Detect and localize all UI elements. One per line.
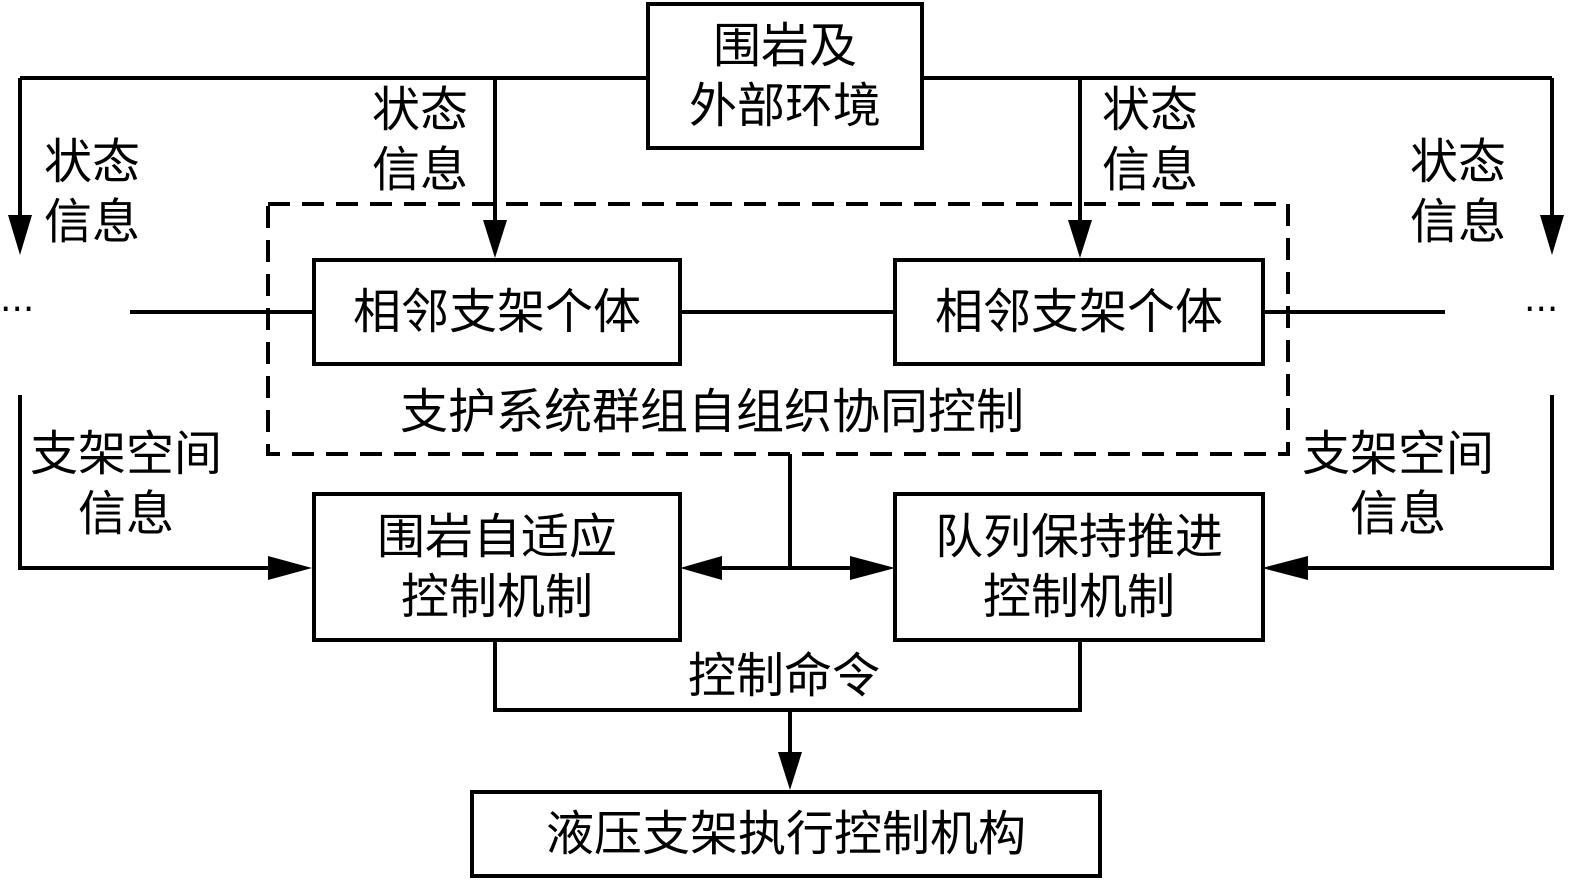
adaptive-line1: 围岩自适应 xyxy=(376,509,617,565)
space-info-line2: 信息 xyxy=(1350,486,1447,542)
environment-line2: 外部环境 xyxy=(688,78,881,134)
state-info-line2: 信息 xyxy=(44,194,141,250)
state-info-inner-right: 状态 信息 xyxy=(1102,80,1198,200)
state-info-line1: 状态 xyxy=(1410,134,1507,190)
space-info-line1: 支架空间 xyxy=(1302,426,1495,482)
state-info-line1: 状态 xyxy=(44,134,141,190)
state-info-outer-left: 状态 信息 xyxy=(44,132,140,252)
state-info-outer-right: 状态 信息 xyxy=(1410,132,1506,252)
space-info-line2: 信息 xyxy=(78,486,175,542)
control-command-label: 控制命令 xyxy=(688,646,881,706)
neighbor-support-right-label: 相邻支架个体 xyxy=(934,284,1223,340)
environment-line1: 围岩及 xyxy=(712,18,857,74)
adaptive-line2: 控制机制 xyxy=(400,569,593,625)
state-info-line2: 信息 xyxy=(1102,142,1199,198)
neighbor-support-box-right: 相邻支架个体 xyxy=(893,258,1265,366)
queue-line1: 队列保持推进 xyxy=(934,509,1223,565)
queue-line2: 控制机制 xyxy=(982,569,1175,625)
ellipsis-left: ··· xyxy=(0,289,35,330)
adaptive-control-box: 围岩自适应 控制机制 xyxy=(312,492,682,642)
space-info-left: 支架空间 信息 xyxy=(30,424,222,544)
state-info-inner-left: 状态 信息 xyxy=(372,80,468,200)
state-info-line1: 状态 xyxy=(372,82,469,138)
queue-control-box: 队列保持推进 控制机制 xyxy=(893,492,1265,642)
state-info-line2: 信息 xyxy=(372,142,469,198)
space-info-right: 支架空间 信息 xyxy=(1302,424,1494,544)
space-info-line1: 支架空间 xyxy=(30,426,223,482)
group-boundary xyxy=(266,202,1290,456)
neighbor-support-box-left: 相邻支架个体 xyxy=(312,258,682,366)
group-control-label: 支护系统群组自组织协同控制 xyxy=(400,384,1025,440)
neighbor-support-left-label: 相邻支架个体 xyxy=(352,284,641,340)
state-info-line2: 信息 xyxy=(1410,194,1507,250)
state-info-line1: 状态 xyxy=(1102,82,1199,138)
ellipsis-right: ··· xyxy=(1524,289,1559,330)
executor-box: 液压支架执行控制机构 xyxy=(470,790,1102,878)
environment-box: 围岩及 外部环境 xyxy=(646,2,924,150)
